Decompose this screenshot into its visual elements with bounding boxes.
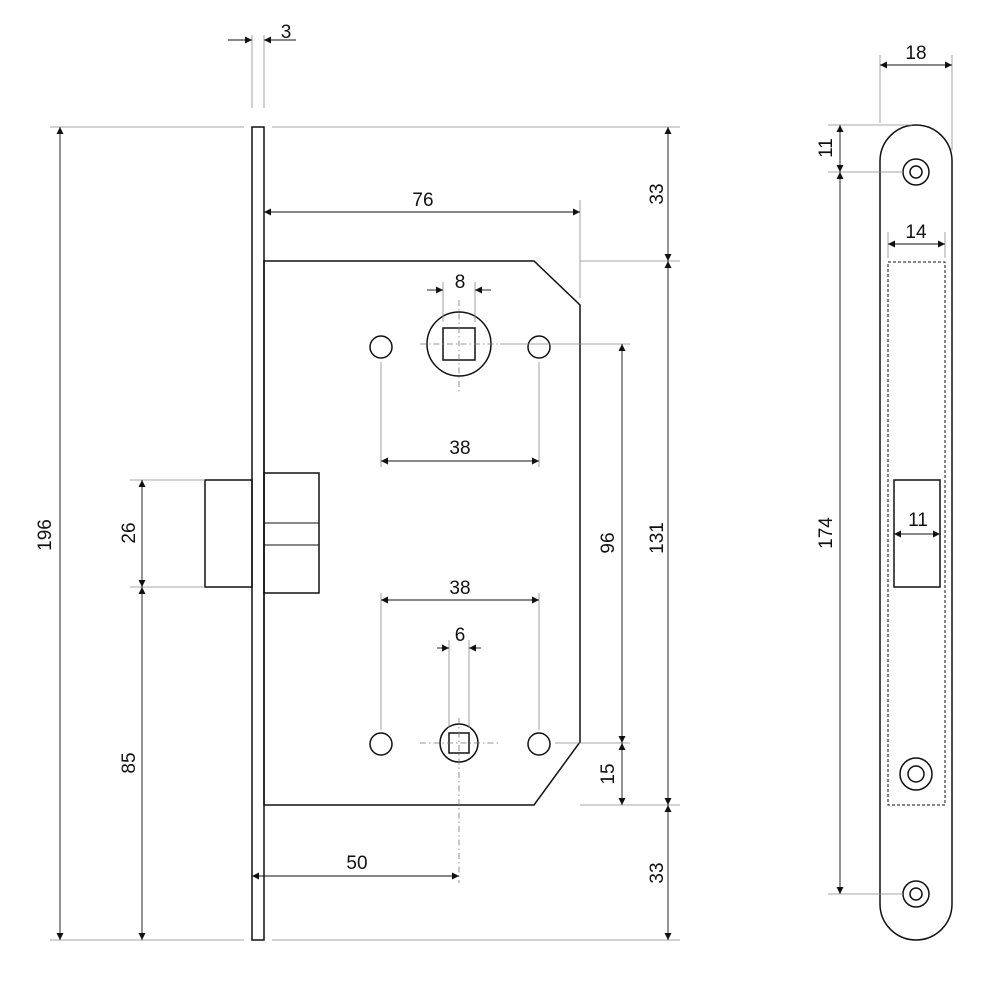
screw-hole (527, 732, 551, 756)
faceplate (251, 126, 265, 941)
lock-case (263, 260, 581, 806)
dim-upper-screw-spacing: 38 (449, 438, 470, 459)
faceplate-outline (879, 124, 953, 941)
extension-lines (50, 35, 680, 941)
lock-side-view: 3 76 8 38 38 6 50 196 26 85 33 131 33 96… (35, 22, 680, 941)
turn-hub (439, 723, 479, 763)
faceplate-front-view: 18 14 11 11 174 (816, 43, 953, 941)
dim-turn-square: 6 (455, 625, 466, 646)
dim-top-offset: 33 (647, 183, 668, 204)
dim-turn-to-case-bottom: 15 (598, 763, 619, 784)
dim-case-width: 14 (905, 222, 927, 243)
dim-latch-height: 26 (119, 522, 140, 543)
screw-hole (527, 335, 551, 359)
dim-hole-spacing: 174 (816, 517, 837, 549)
latch-bolt (204, 472, 320, 594)
dim-top-hole-offset: 11 (816, 138, 837, 158)
dim-bottom-offset: 33 (647, 862, 668, 883)
case-hidden-outline (887, 261, 946, 806)
dim-lower-screw-spacing: 38 (449, 578, 470, 599)
dim-backset-width: 76 (412, 190, 433, 211)
screw-hole (369, 335, 393, 359)
dim-latch-from-bottom: 85 (119, 752, 140, 773)
front-dimension-lines (836, 61, 952, 894)
dim-centre-distance: 96 (598, 532, 619, 553)
top-screw-hole (902, 158, 930, 186)
dim-backset: 50 (346, 853, 367, 874)
dimension-lines (56, 36, 672, 940)
bottom-screw-hole (902, 880, 930, 908)
middle-screw-hole (899, 757, 933, 791)
dim-overall-height: 196 (35, 519, 56, 551)
latch-slot (893, 479, 941, 588)
dim-faceplate-width: 18 (905, 43, 926, 64)
dim-spindle-square: 8 (455, 272, 466, 293)
dim-case-height: 131 (647, 522, 668, 554)
screw-hole (369, 732, 393, 756)
dim-faceplate-thickness: 3 (281, 22, 292, 43)
front-extension-lines (828, 55, 953, 895)
dim-latch-slot-width: 11 (908, 510, 928, 531)
